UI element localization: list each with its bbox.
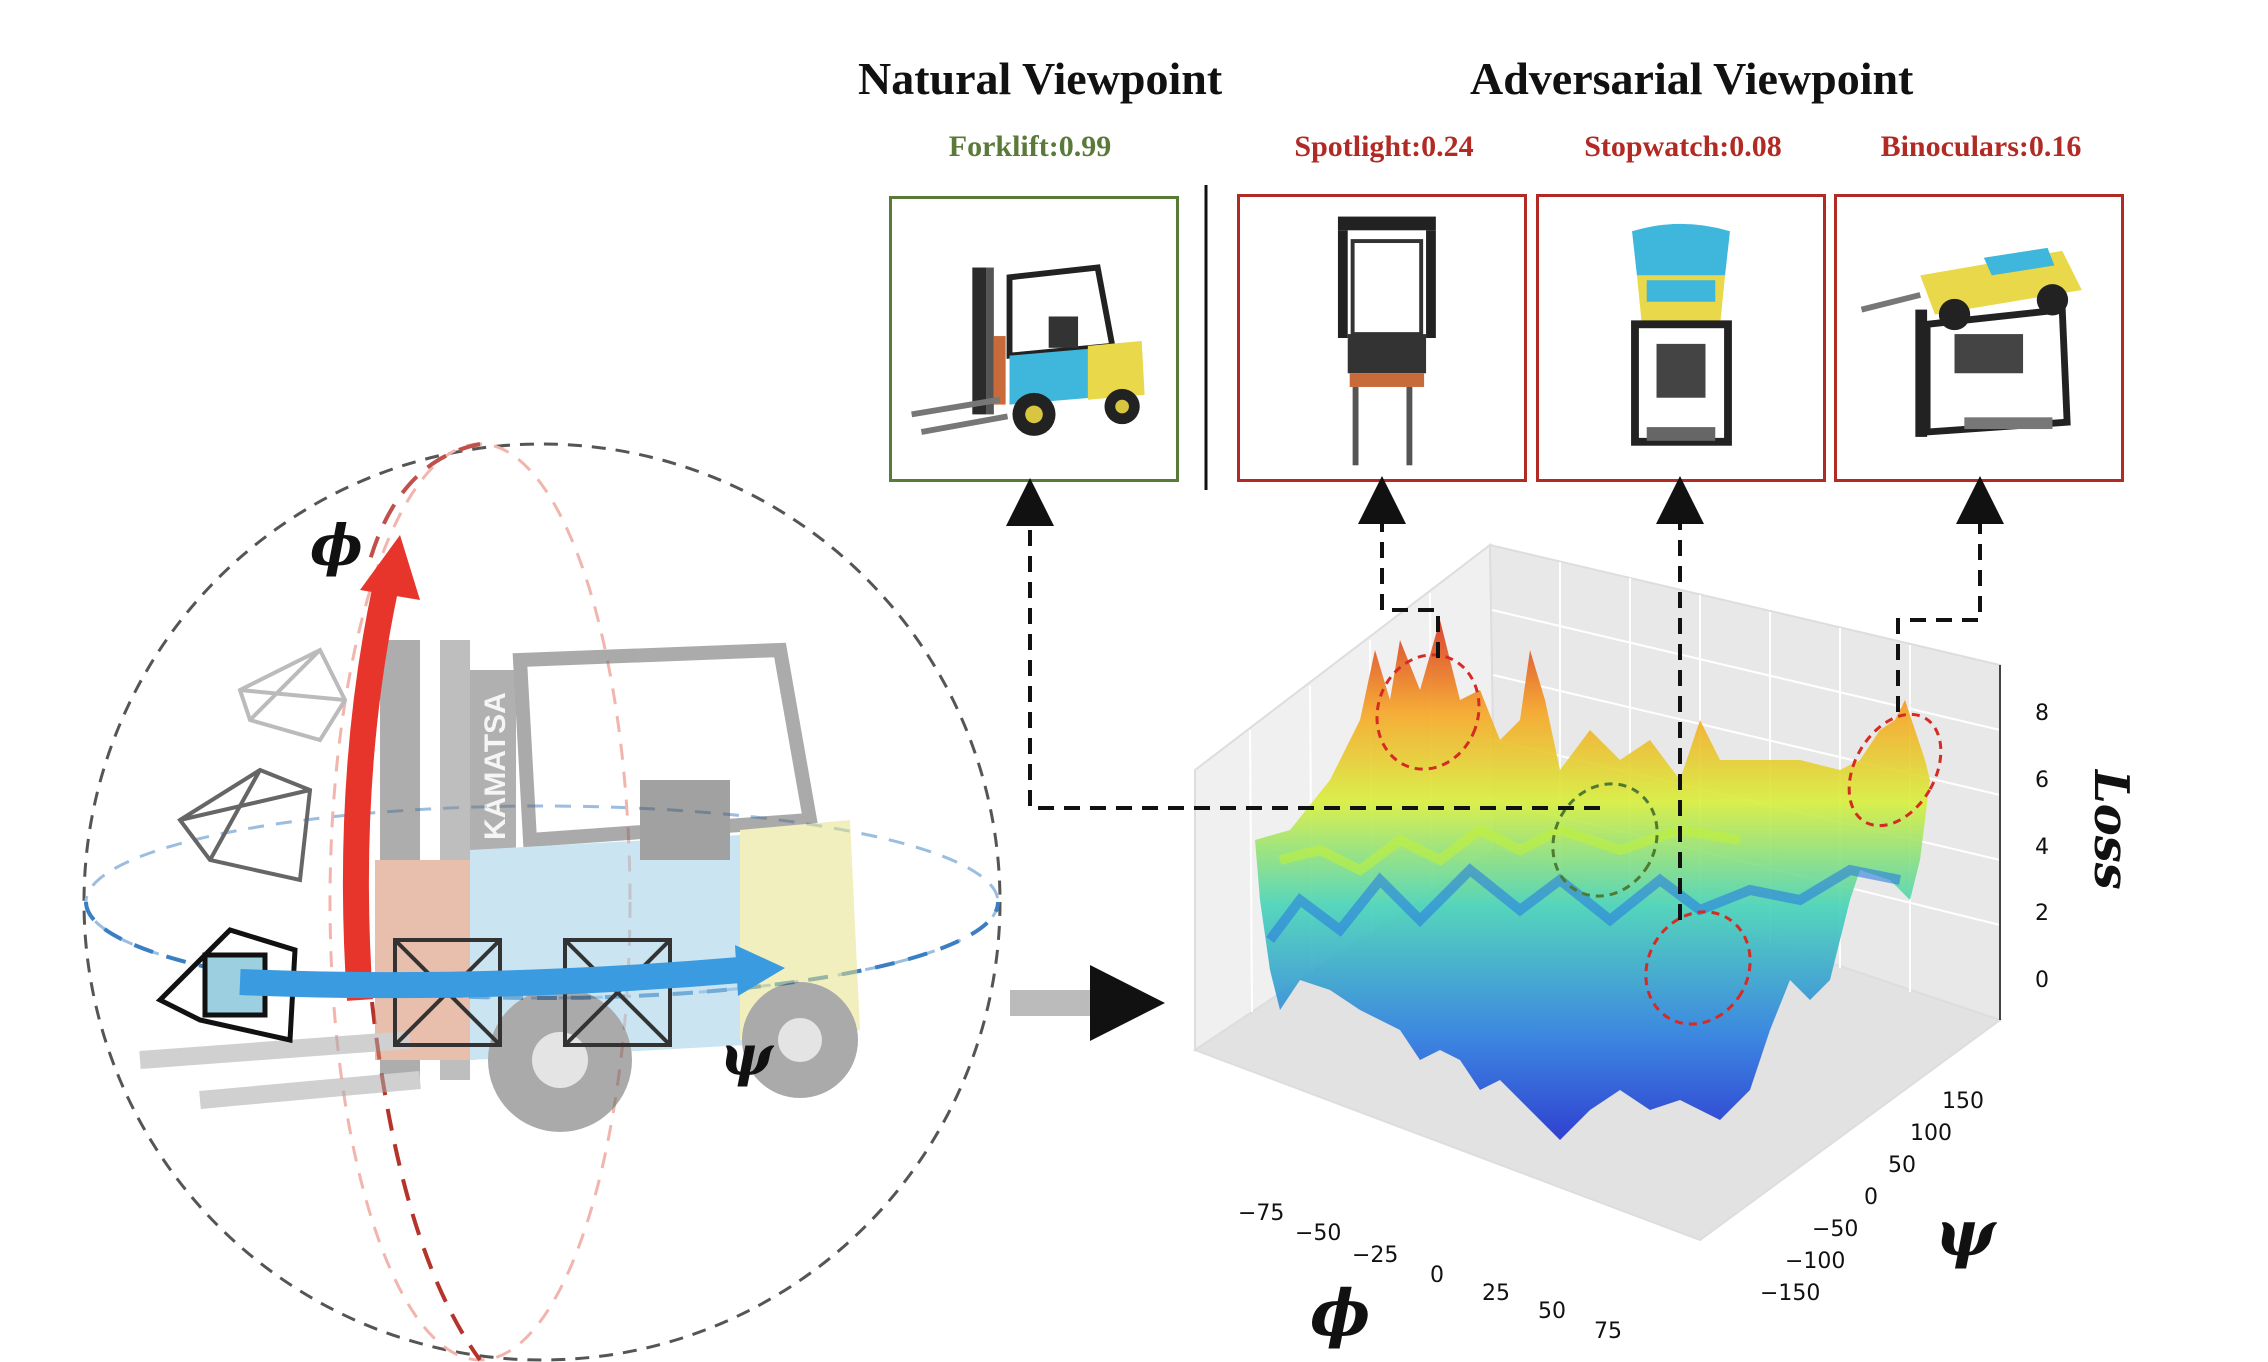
x-tick-75: 75 bbox=[1594, 1319, 1622, 1344]
y-tick-m150: −150 bbox=[1760, 1281, 1820, 1306]
psi-arrow bbox=[240, 970, 740, 985]
phi-label: ϕ bbox=[310, 513, 363, 579]
x-tick-m75: −75 bbox=[1238, 1201, 1284, 1226]
x-axis-label: ϕ bbox=[1310, 1276, 1370, 1351]
x-tick-50: 50 bbox=[1538, 1299, 1566, 1324]
y-tick-50: 50 bbox=[1888, 1153, 1916, 1178]
z-tick-4: 4 bbox=[2035, 835, 2049, 860]
z-tick-2: 2 bbox=[2035, 901, 2049, 926]
transition-arrow bbox=[1010, 965, 1165, 1041]
y-axis-label: ψ bbox=[1935, 1196, 1997, 1271]
camera-icon-1 bbox=[240, 650, 345, 740]
y-tick-0: 0 bbox=[1864, 1185, 1878, 1210]
z-tick-0: 0 bbox=[2035, 968, 2049, 993]
y-tick-m50: −50 bbox=[1812, 1217, 1858, 1242]
x-tick-m25: −25 bbox=[1352, 1243, 1398, 1268]
y-tick-100: 100 bbox=[1910, 1121, 1952, 1146]
y-tick-m100: −100 bbox=[1785, 1249, 1845, 1274]
z-tick-6: 6 bbox=[2035, 768, 2049, 793]
x-tick-m50: −50 bbox=[1295, 1221, 1341, 1246]
x-tick-0: 0 bbox=[1430, 1263, 1444, 1288]
y-tick-150: 150 bbox=[1942, 1089, 1984, 1114]
z-axis-label: Loss bbox=[2083, 768, 2139, 890]
camera-icon-2 bbox=[180, 770, 310, 880]
x-tick-25: 25 bbox=[1482, 1281, 1510, 1306]
forklift-mast-text: KAMATSA bbox=[479, 692, 512, 840]
z-tick-8: 8 bbox=[2035, 701, 2049, 726]
psi-label: ψ bbox=[720, 1023, 775, 1089]
loss-surface-plot: 8 6 4 2 0 Loss −75 −50 −25 0 25 50 75 ϕ … bbox=[1195, 545, 2139, 1351]
